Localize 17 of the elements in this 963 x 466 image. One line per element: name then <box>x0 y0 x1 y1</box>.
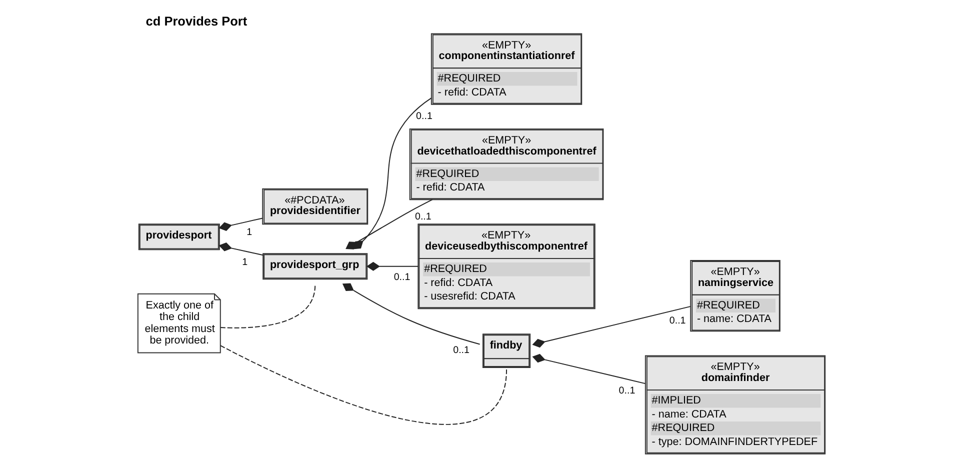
diagram-title: cd Provides Port <box>146 13 248 28</box>
connector <box>220 345 508 425</box>
connector <box>220 284 316 328</box>
edge-label: 0..1 <box>394 272 410 284</box>
edge-label: 1 <box>246 227 252 238</box>
edge-label: 0..1 <box>416 110 432 122</box>
connector <box>218 242 264 256</box>
connector <box>342 283 480 345</box>
edge-label: 1 <box>242 257 248 268</box>
edge-label: 0..1 <box>453 345 470 356</box>
connector <box>218 218 263 232</box>
edge-label: 0..1 <box>618 385 636 396</box>
connector <box>532 306 692 348</box>
edge-label: 0..1 <box>415 211 432 222</box>
connector <box>532 354 646 384</box>
edge-label: 0..1 <box>669 316 686 327</box>
connector <box>366 262 419 271</box>
